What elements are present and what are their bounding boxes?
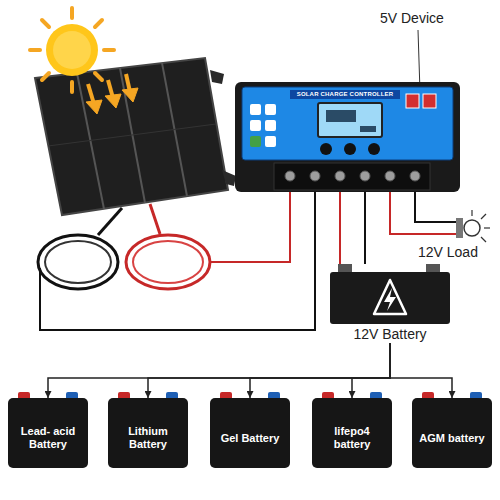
battery-label: Gel Battery	[221, 432, 280, 445]
sun-ray	[70, 8, 74, 18]
status-icons	[250, 104, 276, 147]
sun-ray	[104, 48, 114, 52]
sun	[46, 24, 98, 76]
lcd-digits	[326, 110, 356, 122]
bulb-socket	[456, 218, 463, 238]
arrow-connector	[48, 343, 390, 398]
solar-red-wire	[210, 190, 290, 262]
arrow-connector	[148, 343, 390, 398]
terminal-block	[274, 163, 430, 190]
battery-label: AGM battery	[419, 432, 484, 445]
panel-fold	[77, 73, 104, 209]
bulb	[464, 220, 480, 236]
cable-coil	[45, 241, 111, 283]
lightning-bolt	[384, 288, 396, 311]
sun-ray	[30, 48, 40, 52]
panel-cable	[98, 208, 122, 235]
battery-wire	[364, 192, 366, 264]
bulb-ray	[484, 227, 490, 228]
sun-ray	[95, 73, 102, 80]
terminal-screw	[310, 171, 320, 181]
solar-panel	[35, 58, 228, 215]
sun-rays	[30, 8, 114, 92]
solar-black-wire	[40, 190, 315, 330]
battery-type: lifepo4 battery	[312, 398, 392, 468]
status-icon	[250, 136, 261, 147]
bulb-ray	[481, 214, 486, 219]
warning-triangle	[374, 280, 406, 314]
battery-label: Lead- acid Battery	[12, 425, 84, 451]
cable-coil	[133, 241, 203, 283]
terminal-screws	[285, 171, 420, 181]
terminal-screw	[335, 171, 345, 181]
sun-arrow-head	[86, 100, 102, 114]
controller-face	[242, 87, 453, 160]
battery-terminal	[338, 264, 352, 272]
control-button	[320, 143, 332, 155]
battery-label: 12V Battery	[325, 326, 455, 343]
status-icon	[265, 136, 276, 147]
battery-body	[330, 272, 450, 324]
sun-ray	[42, 73, 49, 80]
usb-port	[406, 94, 419, 108]
bulb-rays	[472, 210, 490, 242]
lcd-digits	[360, 126, 376, 132]
battery-wire	[339, 192, 341, 264]
usb-port	[423, 94, 436, 108]
sun-arrows	[86, 74, 138, 114]
sun-ray	[42, 20, 49, 27]
status-icon	[250, 120, 261, 131]
status-icon	[265, 104, 276, 115]
bulb-ray	[471, 210, 472, 216]
battery-type: Lead- acid Battery	[8, 398, 88, 468]
battery-type: Lithium Battery	[108, 398, 188, 468]
arrow-connector	[390, 343, 452, 398]
battery-type: AGM battery	[412, 398, 492, 468]
battery-type: Gel Battery	[210, 398, 290, 468]
load-wire	[390, 190, 456, 234]
status-icon	[265, 120, 276, 131]
panel-cable	[150, 204, 160, 234]
battery-terminal	[426, 264, 440, 272]
bulb-ray	[481, 237, 486, 242]
sun-core	[53, 31, 91, 69]
arrow-connector	[352, 343, 390, 398]
main-battery: 12V Battery	[325, 264, 455, 343]
panel-fold	[120, 68, 145, 203]
status-icon	[250, 104, 261, 115]
panel-stand	[210, 70, 224, 84]
load-wire	[415, 190, 456, 222]
terminal-screw	[360, 171, 370, 181]
panel-grid	[48, 124, 216, 146]
charge-controller: SOLAR CHARGE CONTROLLER	[235, 82, 460, 192]
sun-ray	[95, 20, 102, 27]
load-label: 12V Load	[418, 244, 478, 261]
controller-title: SOLAR CHARGE CONTROLLER	[290, 90, 400, 99]
device-label: 5V Device	[380, 10, 444, 27]
lcd-screen	[318, 103, 382, 137]
cable-coil	[38, 235, 118, 289]
cable-coil	[126, 235, 210, 289]
sun-ray	[70, 82, 74, 92]
panel-stand	[222, 170, 236, 186]
sun-arrow-head	[105, 94, 121, 108]
battery-label: Lithium Battery	[112, 425, 184, 451]
controller-title-strip	[290, 90, 400, 99]
sun-arrow-head	[122, 88, 138, 102]
controller-body	[235, 82, 460, 192]
terminal-screw	[385, 171, 395, 181]
control-button	[344, 143, 356, 155]
control-button	[368, 143, 380, 155]
arrow-connector	[250, 343, 390, 398]
terminal-screw	[410, 171, 420, 181]
terminal-screw	[285, 171, 295, 181]
battery-label: lifepo4 battery	[316, 425, 388, 451]
